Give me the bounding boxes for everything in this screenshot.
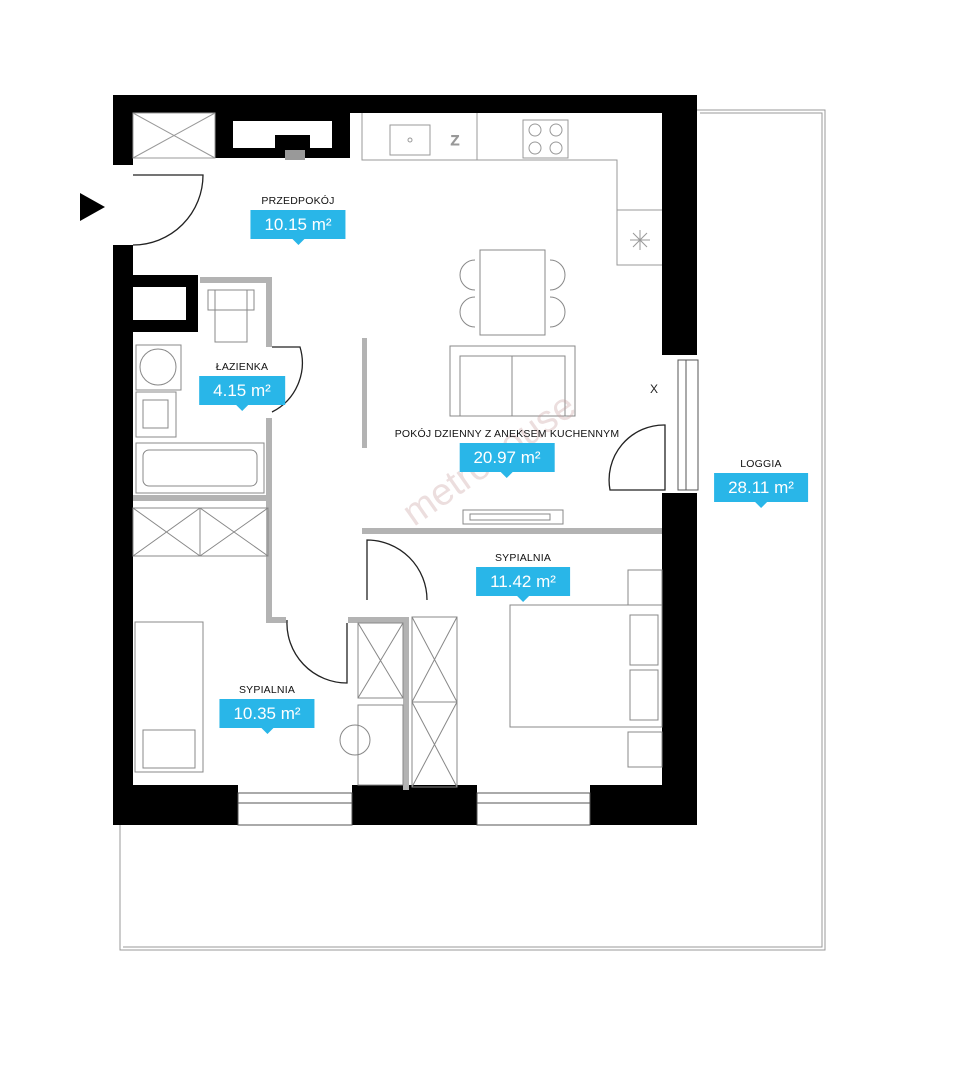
vent: [285, 150, 305, 160]
entrance-arrow-icon: [80, 193, 105, 221]
room-area: 20.97 m²: [459, 443, 555, 478]
furniture-bathroom: [135, 289, 265, 494]
room-hall: PRZEDPOKÓJ 10.15 m²: [250, 195, 346, 245]
furniture-living: [449, 249, 576, 525]
room-area: 28.11 m²: [714, 473, 808, 508]
room-bedroom-2: SYPIALNIA 10.35 m²: [219, 684, 315, 734]
room-name: ŁAZIENKA: [215, 361, 269, 373]
room-loggia: LOGGIA 28.11 m²: [714, 458, 808, 508]
room-area: 11.42 m²: [476, 567, 570, 602]
room-bedroom-1: SYPIALNIA 11.42 m²: [476, 552, 570, 602]
room-area: 10.15 m²: [250, 210, 346, 245]
beds: [134, 569, 663, 773]
room-name: SYPIALNIA: [494, 552, 552, 564]
room-name: PRZEDPOKÓJ: [261, 195, 335, 207]
loggia-outline: [119, 109, 826, 951]
room-name: POKÓJ DZIENNY Z ANEKSEM KUCHENNYM: [394, 428, 620, 440]
partitions: [133, 277, 662, 790]
outer-walls: [113, 95, 697, 825]
room-name: LOGGIA: [740, 458, 782, 470]
room-living: POKÓJ DZIENNY Z ANEKSEM KUCHENNYM 20.97 m…: [394, 428, 620, 478]
room-bathroom: ŁAZIENKA 4.15 m²: [199, 361, 285, 411]
wardrobes: [132, 507, 458, 788]
svg-text:Z: Z: [451, 132, 460, 148]
windows: [237, 359, 699, 826]
room-area: 10.35 m²: [219, 699, 315, 734]
kitchen: Z: [132, 112, 662, 266]
doors: [132, 174, 666, 684]
marker-x: X: [650, 382, 659, 396]
room-area: 4.15 m²: [199, 376, 285, 411]
room-name: SYPIALNIA: [238, 684, 296, 696]
